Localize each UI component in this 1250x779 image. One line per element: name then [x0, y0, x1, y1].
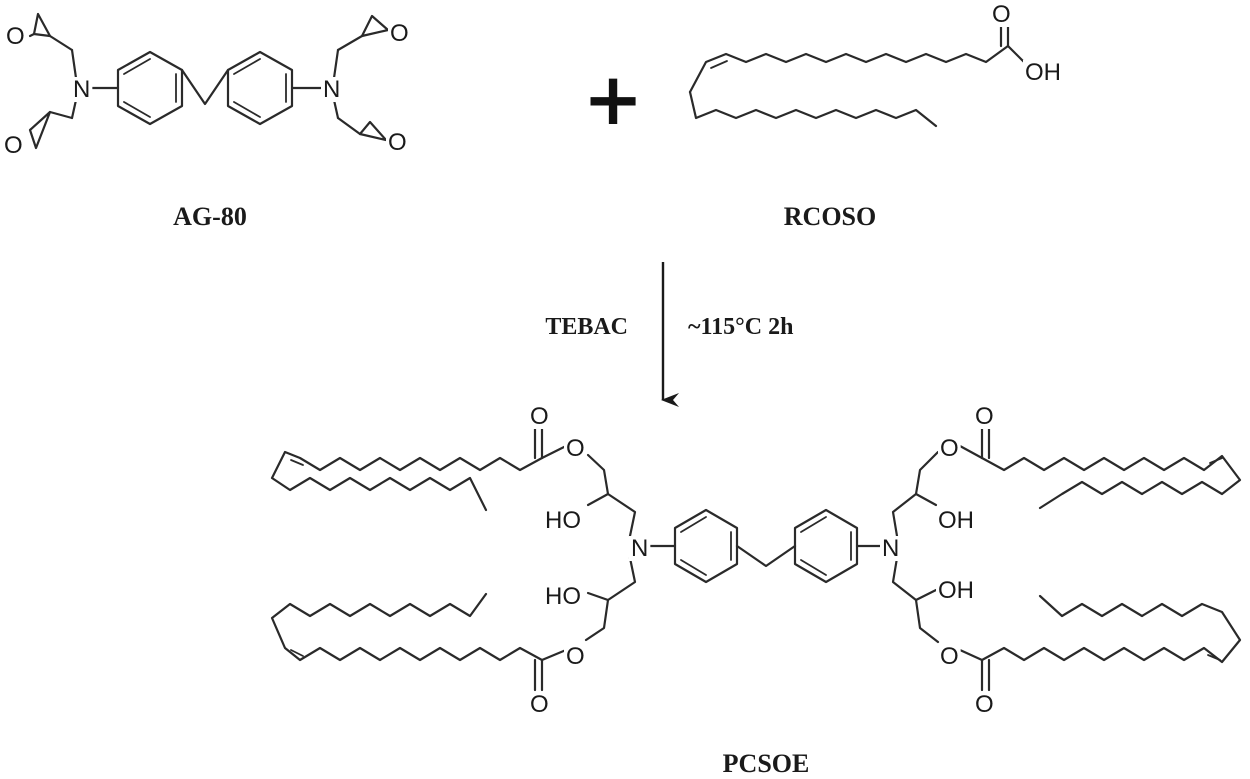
atom-label-backing: [4, 24, 27, 49]
ag80-epoxide-oxygen-bottom-left: O: [4, 132, 23, 159]
ag80-epoxide-bottom-right: [358, 120, 388, 142]
pcsoe-ester-oxygen-top-left: O: [566, 435, 585, 462]
ag80-label: AG-80: [173, 202, 247, 231]
pcsoe-ester-oxygen-bottom-right: O: [940, 643, 959, 670]
rcoso-carbonyl-oxygen: O: [992, 1, 1011, 28]
atom-label-backing: [938, 644, 961, 669]
ag80-left-benzene-ring: [116, 50, 184, 126]
pcsoe-methylene-bridge: [735, 544, 797, 568]
ag80-structure: N N O O O O: [2, 12, 411, 159]
ag80-right-benzene-ring: [226, 50, 294, 126]
ag80-epoxide-oxygen-top-right: O: [390, 20, 409, 47]
pcsoe-hydroxyl-top-right: OH: [938, 507, 974, 534]
pcsoe-carbonyl-oxygen-top-right: O: [975, 403, 994, 430]
conditions-label: ~115°C 2h: [688, 314, 793, 340]
atom-label-backing: [973, 692, 996, 717]
atom-label-backing: [564, 436, 587, 461]
catalyst-label: TEBAC: [545, 314, 628, 340]
pcsoe-ester-chain-top-left: [270, 426, 568, 512]
pcsoe-carbonyl-oxygen-top-left: O: [530, 403, 549, 430]
atom-label-backing: [564, 644, 587, 669]
rcoso-hydroxyl: OH: [1025, 59, 1061, 86]
pcsoe-ester-chain-bottom-left: [270, 592, 568, 692]
pcsoe-label: PCSOE: [723, 749, 810, 778]
atom-label-backing: [1023, 60, 1063, 85]
pcsoe-ester-oxygen-bottom-left: O: [566, 643, 585, 670]
atom-label-backing: [528, 404, 551, 429]
pcsoe-structure: N N O O HO HO O O O O OH OH O O: [270, 403, 1242, 718]
ag80-epoxide-oxygen-top-left: O: [6, 23, 25, 50]
atom-label-backing: [936, 508, 976, 533]
pcsoe-nitrogen-right: N: [882, 535, 899, 562]
atom-label-backing: [973, 404, 996, 429]
pcsoe-carbonyl-oxygen-bottom-right: O: [975, 691, 994, 718]
pcsoe-hydroxyl-bottom-left: HO: [545, 583, 581, 610]
pcsoe-right-benzene-ring: [793, 508, 859, 584]
pcsoe-left-benzene-ring: [673, 508, 739, 584]
pcsoe-carbonyl-oxygen-bottom-left: O: [530, 691, 549, 718]
pcsoe-nitrogen-left: N: [631, 535, 648, 562]
atom-label-backing: [528, 692, 551, 717]
pcsoe-hydroxyl-top-left: HO: [545, 507, 581, 534]
pcsoe-ester-oxygen-top-right: O: [940, 435, 959, 462]
rcoso-label: RCOSO: [784, 202, 876, 231]
atom-label-backing: [938, 436, 961, 461]
atom-label-backing: [990, 2, 1013, 27]
pcsoe-ester-chain-top-right: [958, 426, 1242, 510]
ag80-nitrogen-right: N: [323, 76, 340, 103]
atom-label-backing: [543, 584, 583, 609]
atom-label-backing: [2, 133, 25, 158]
atom-label-backing: [936, 578, 976, 603]
pcsoe-ester-chain-bottom-right: [958, 594, 1242, 692]
pcsoe-hydroxyl-bottom-right: OH: [938, 577, 974, 604]
ag80-nitrogen-left: N: [73, 76, 90, 103]
ag80-epoxide-top-right: [360, 14, 390, 38]
atom-label-backing: [388, 21, 411, 46]
ag80-methylene-bridge: [180, 68, 230, 106]
atom-label-backing: [71, 77, 93, 102]
plus-sign: +: [583, 57, 643, 141]
atom-label-backing: [629, 536, 651, 561]
atom-label-backing: [880, 536, 902, 561]
atom-label-backing: [321, 77, 343, 102]
ag80-epoxide-oxygen-bottom-right: O: [388, 129, 407, 156]
rcoso-structure: O OH: [688, 1, 1063, 128]
atom-label-backing: [543, 508, 583, 533]
atom-label-backing: [386, 130, 409, 155]
ag80-epoxide-top-left: [28, 12, 52, 38]
ag80-epoxide-bottom-left: [28, 110, 52, 150]
